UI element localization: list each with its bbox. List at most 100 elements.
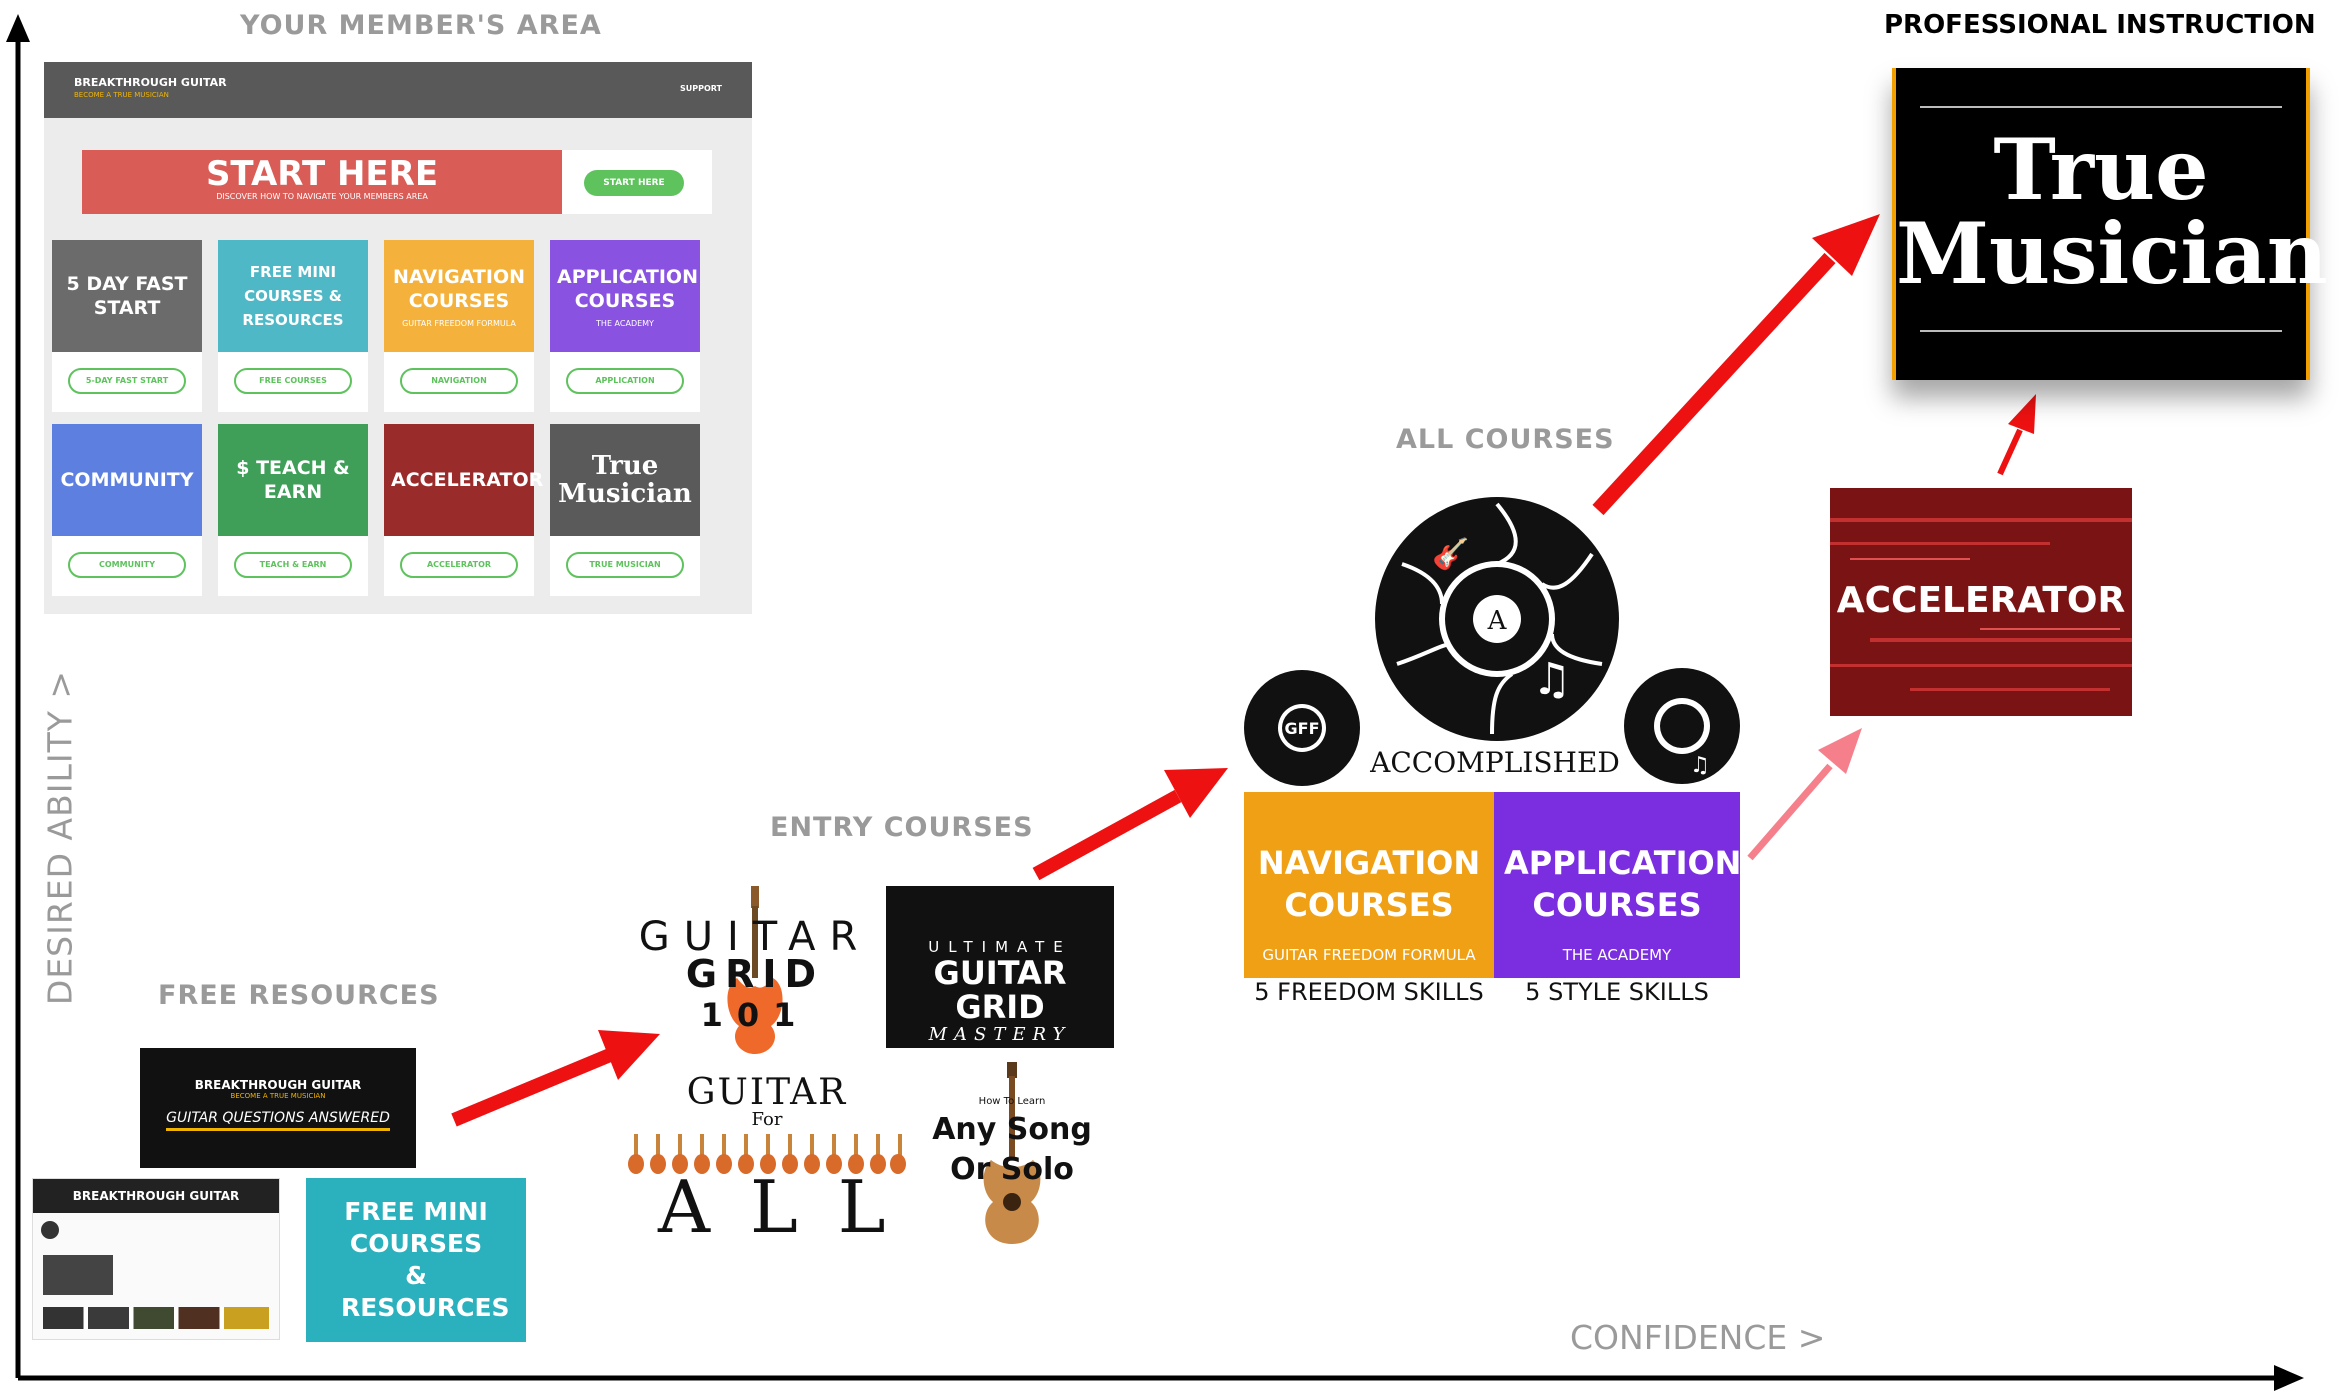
grid101-line1: GUITAR <box>638 914 872 960</box>
member-card[interactable]: 5 DAY FAST START 5-DAY FAST START <box>52 240 202 412</box>
application-caption: 5 STYLE SKILLS <box>1525 978 1709 1006</box>
navigation-caption: 5 FREEDOM SKILLS <box>1254 978 1484 1006</box>
member-card-button[interactable]: COMMUNITY <box>68 552 186 578</box>
yt-row <box>43 1307 269 1329</box>
grid101-line2: GRID <box>685 952 825 996</box>
gfa-line2: For <box>751 1109 783 1130</box>
bottom-rule <box>1920 330 2282 332</box>
member-card-button[interactable]: NAVIGATION <box>400 368 518 394</box>
accelerator-label: ACCELERATOR <box>1836 580 2126 621</box>
ugg-line1: ULTIMATE <box>928 938 1072 956</box>
start-here-subtitle: DISCOVER HOW TO NAVIGATE YOUR MEMBERS AR… <box>216 192 428 201</box>
x-axis-arrowhead <box>2274 1365 2304 1391</box>
member-card[interactable]: FREE MINI COURSES & RESOURCES FREE COURSE… <box>218 240 368 412</box>
member-card-image: APPLICATION COURSES THE ACADEMY <box>550 240 700 352</box>
member-card-image: True Musician <box>550 424 700 536</box>
gfa-line1: GUITAR <box>686 1072 848 1113</box>
heading-member-area: YOUR MEMBER'S AREA <box>240 10 602 41</box>
bg-tagline: BECOME A TRUE MUSICIAN <box>230 1092 326 1100</box>
member-card-image: ACCELERATOR <box>384 424 544 536</box>
member-card-title: $ TEACH & EARN <box>236 457 350 503</box>
start-here-title: START HERE <box>205 154 439 194</box>
arrow-courses-to-accelerator <box>1747 728 1862 861</box>
accomplished-label: ACCOMPLISHED <box>1370 746 1620 779</box>
any-song-logo: How To Learn Any Song Or Solo <box>924 1062 1100 1246</box>
free-mini-courses-tile: FREE MINI COURSES & RESOURCES <box>306 1178 526 1342</box>
accelerator-tile: ACCELERATOR <box>1830 488 2132 716</box>
navigation-sub: GUITAR FREEDOM FORMULA <box>1262 946 1476 964</box>
member-card-image: NAVIGATION COURSES GUITAR FREEDOM FORMULA <box>384 240 534 352</box>
arrow-free-to-entry <box>451 1030 660 1127</box>
application-sub: THE ACADEMY <box>1562 946 1672 964</box>
ugg-line3: MASTERY <box>928 1024 1072 1045</box>
arrow-entry-to-all <box>1032 768 1228 881</box>
accomplished-wheel: A ♫ 🎸 <box>1375 497 1619 741</box>
start-here-image: START HERE DISCOVER HOW TO NAVIGATE YOUR… <box>82 150 562 214</box>
guitar-icon: 🎸 <box>1432 536 1469 572</box>
free-mini-label: FREE MINI COURSES & RESOURCES <box>341 1197 510 1322</box>
guitar-row-icon <box>628 1134 906 1174</box>
gff-wheel: GFF <box>1244 670 1360 786</box>
start-here-button[interactable]: START HERE <box>584 170 684 196</box>
member-card-title: 5 DAY FAST START <box>66 273 188 319</box>
guitar-questions-label: GUITAR QUESTIONS ANSWERED <box>166 1110 390 1131</box>
song-line2: Any Song <box>932 1112 1092 1147</box>
arrow-accelerator-to-true-musician <box>1997 394 2036 476</box>
member-card-title: APPLICATION COURSES <box>557 265 698 312</box>
member-card-subtitle: GUITAR FREEDOM FORMULA <box>402 318 516 328</box>
academy-wheel: ♫ <box>1624 668 1740 784</box>
y-axis-label: DESIRED ABILITY > <box>40 669 80 1006</box>
music-note-icon: ♫ <box>1532 654 1571 705</box>
gff-label: GFF <box>1285 719 1320 738</box>
music-note-small-icon: ♫ <box>1690 753 1710 778</box>
member-card-button[interactable]: ACCELERATOR <box>400 552 518 578</box>
yt-video-1 <box>43 1255 113 1295</box>
true-musician-tile: True Musician <box>1892 68 2328 380</box>
member-card[interactable]: ACCELERATOR ACCELERATOR <box>384 424 544 596</box>
heading-free-resources: FREE RESOURCES <box>158 980 440 1011</box>
arrow-all-to-true-musician <box>1592 214 1880 516</box>
support-link[interactable]: SUPPORT <box>679 84 722 93</box>
electric-guitar-icon <box>727 886 783 1054</box>
member-card[interactable]: COMMUNITY COMMUNITY <box>52 424 202 596</box>
member-card[interactable]: $ TEACH & EARN TEACH & EARN <box>218 424 368 596</box>
member-card-title: NAVIGATION COURSES <box>393 265 525 312</box>
member-card-title: ACCELERATOR <box>391 469 544 491</box>
member-card-button[interactable]: 5-DAY FAST START <box>68 368 186 394</box>
member-card-title: COMMUNITY <box>60 469 194 491</box>
heading-entry-courses: ENTRY COURSES <box>770 812 1034 843</box>
grid101-line3: 101 <box>700 996 810 1034</box>
guitar-for-all-logo: GUITAR For ALL <box>628 1072 926 1249</box>
guitar-grid-101-logo: GUITAR GRID 101 <box>630 886 880 1056</box>
gfa-line3: ALL <box>658 1165 926 1249</box>
navigation-title: NAVIGATION COURSES <box>1257 844 1481 924</box>
acoustic-guitar-icon <box>983 1062 1041 1244</box>
member-card-subtitle: THE ACADEMY <box>596 318 654 328</box>
member-card-button[interactable]: TEACH & EARN <box>234 552 352 578</box>
member-card-button[interactable]: FREE COURSES <box>234 368 352 394</box>
application-title: APPLICATION COURSES <box>1504 844 1742 924</box>
member-card-title: True Musician <box>558 451 692 509</box>
member-card-image: COMMUNITY <box>52 424 202 536</box>
true-musician-title: True Musician <box>1896 120 2328 303</box>
true-musician-line1: True <box>1993 120 2209 219</box>
true-musician-line2: Musician <box>1896 204 2328 303</box>
member-card-image: $ TEACH & EARN <box>218 424 368 536</box>
member-card-button[interactable]: TRUE MUSICIAN <box>566 552 684 578</box>
member-card-button[interactable]: APPLICATION <box>566 368 684 394</box>
application-courses-tile: APPLICATION COURSES THE ACADEMY <box>1494 792 1742 978</box>
member-card-title: FREE MINI COURSES & RESOURCES <box>242 263 344 329</box>
accomplished-a-letter: A <box>1487 606 1508 636</box>
x-axis-label: CONFIDENCE > <box>1570 1318 1826 1357</box>
bg-brand: BREAKTHROUGH GUITAR <box>194 1078 362 1092</box>
guitar-questions-thumbnail: BREAKTHROUGH GUITAR BECOME A TRUE MUSICI… <box>140 1048 416 1168</box>
member-card[interactable]: NAVIGATION COURSES GUITAR FREEDOM FORMULA… <box>384 240 534 412</box>
heading-professional: PROFESSIONAL INSTRUCTION <box>1884 10 2316 40</box>
yt-banner: BREAKTHROUGH GUITAR <box>33 1179 279 1213</box>
